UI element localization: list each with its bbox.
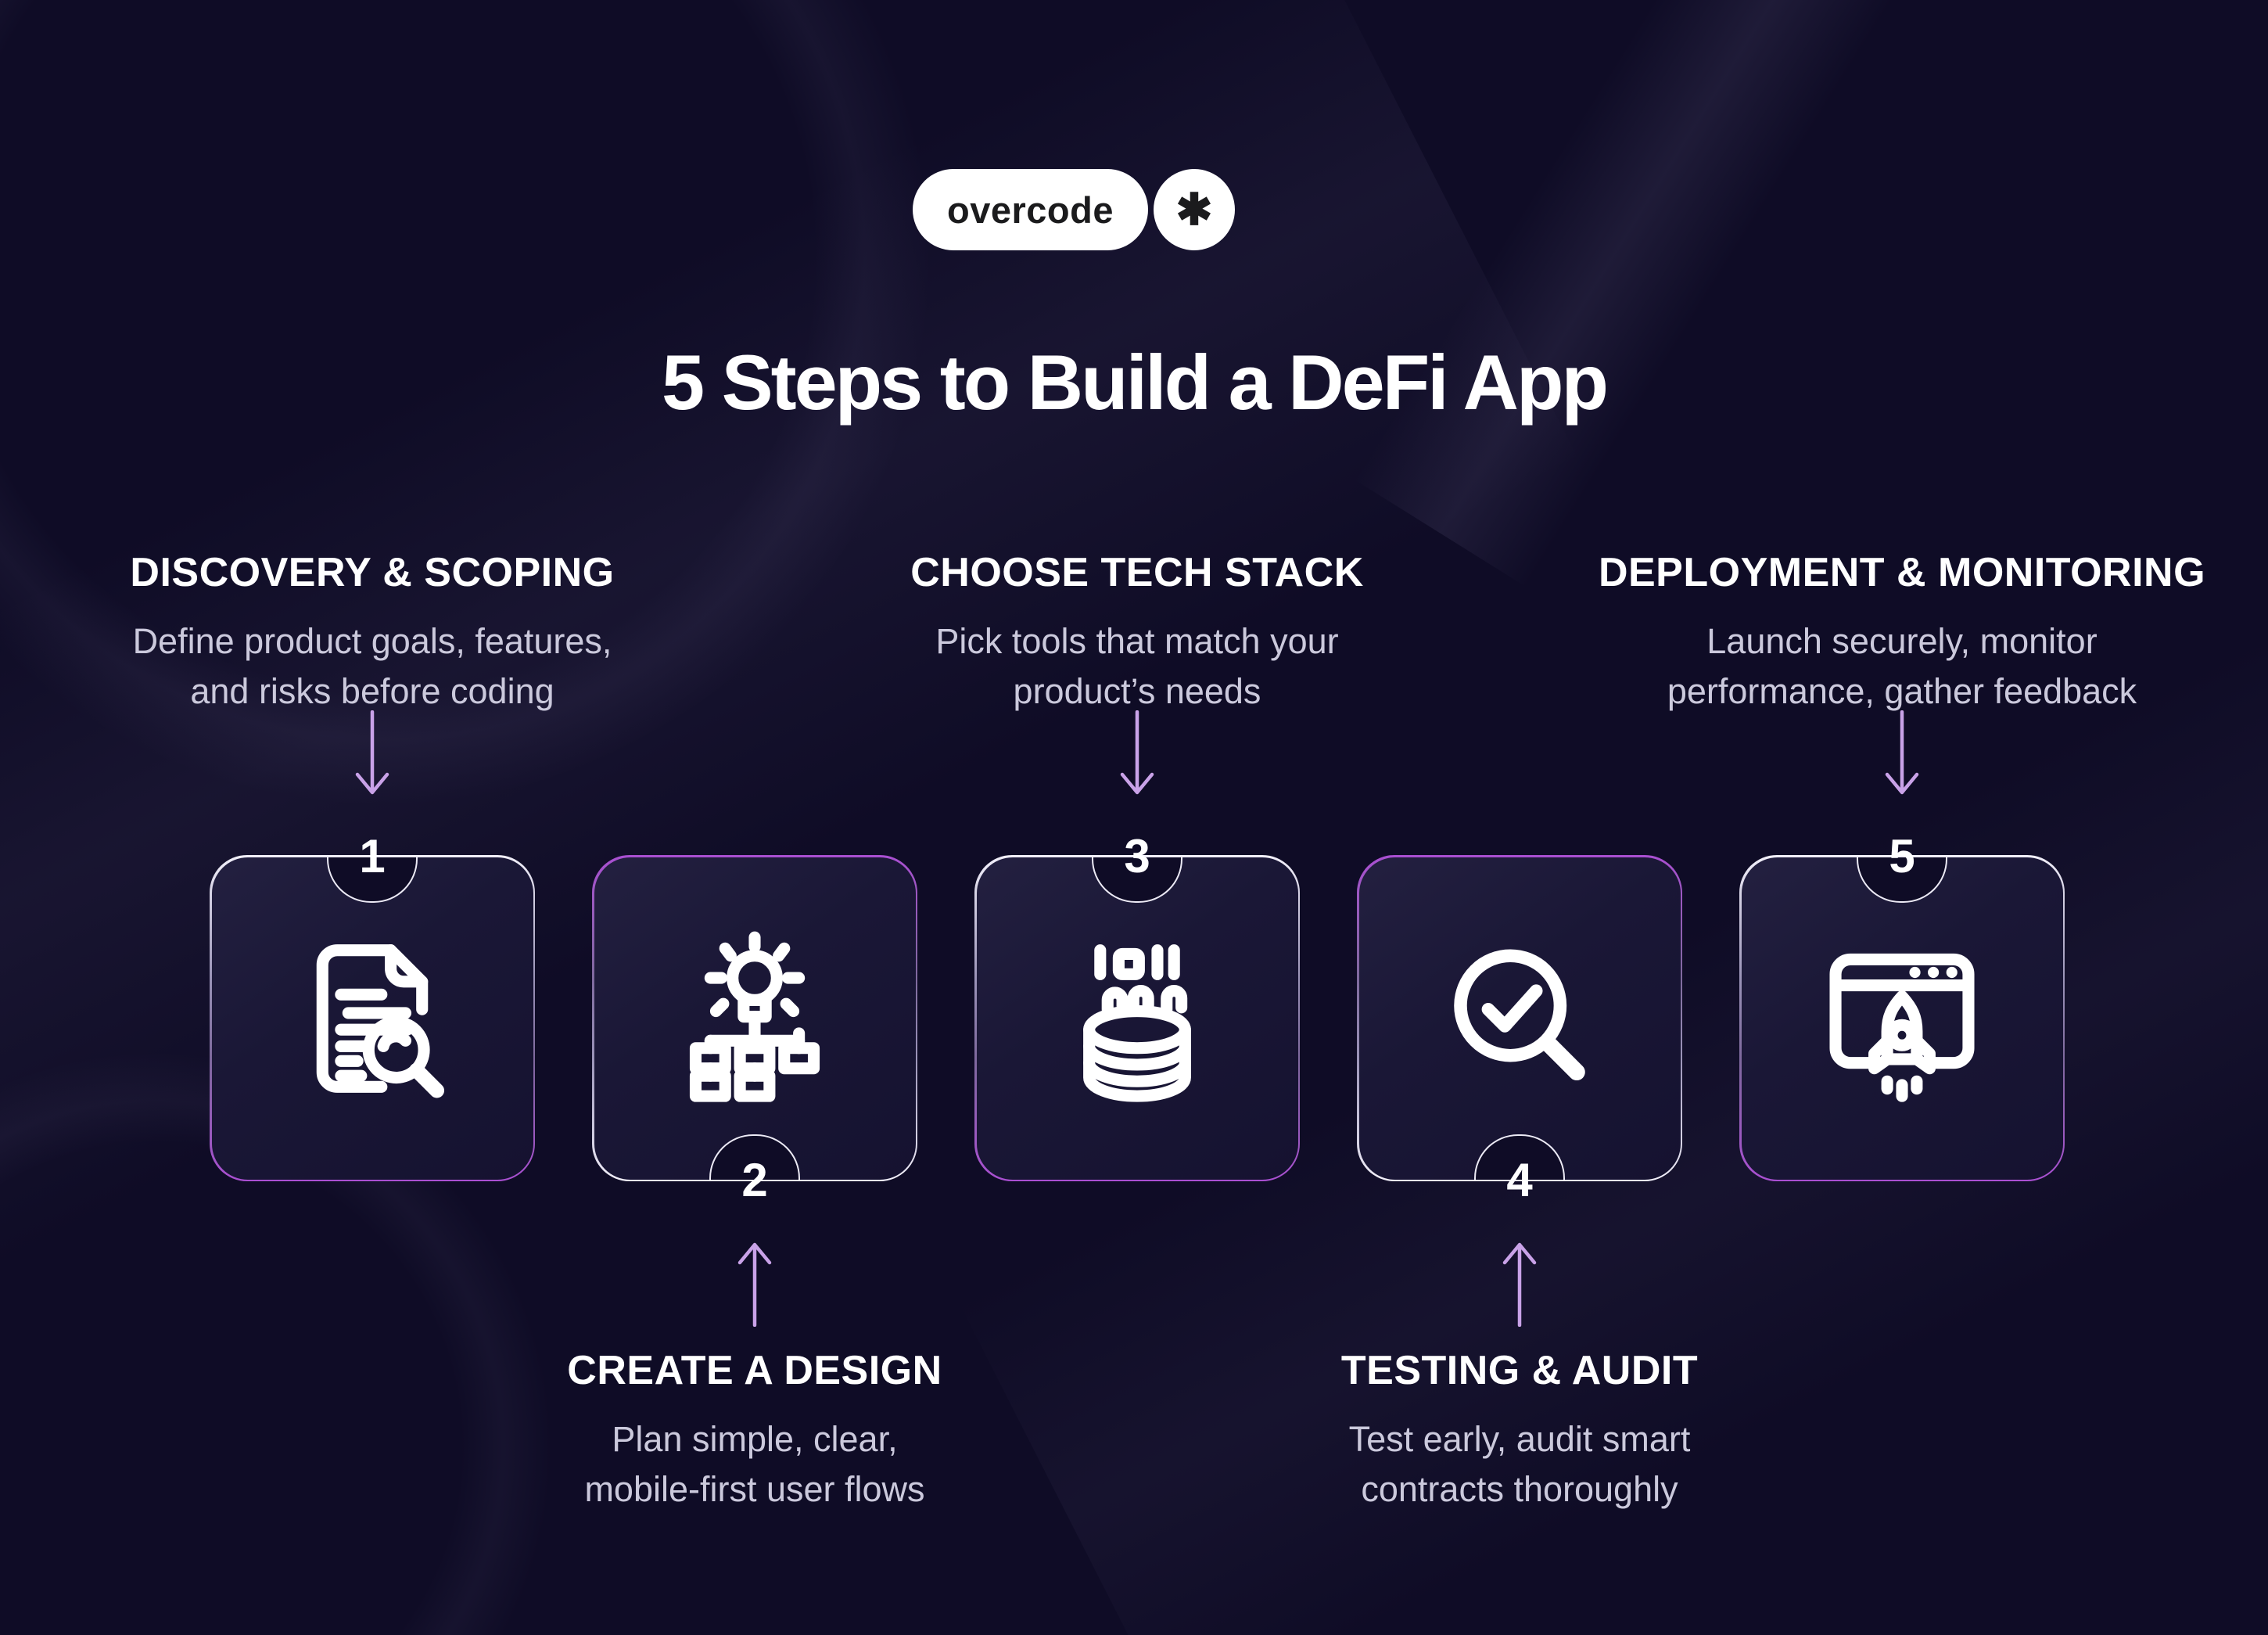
- step2-heading: CREATE A DESIGN: [567, 1348, 942, 1393]
- up-arrow-icon: [737, 1242, 772, 1327]
- step4-card: 4: [1357, 855, 1682, 1203]
- down-arrow-icon: [355, 710, 389, 795]
- logo: overcode ✱: [913, 169, 1235, 250]
- step4-heading: TESTING & AUDIT: [1340, 1348, 1699, 1393]
- logo-pill: overcode: [913, 169, 1148, 250]
- step5-number: 5: [1889, 829, 1915, 882]
- step2-card: 2: [592, 855, 917, 1203]
- step5-description: Launch securely, monitor performance, ga…: [1667, 621, 2137, 711]
- down-arrow-icon: [1120, 710, 1154, 795]
- idea-flowchart-icon: [662, 926, 847, 1111]
- step1-card: 1: [210, 832, 535, 1181]
- step4-text-block: TESTING & AUDIT Test early, audit smart …: [1199, 1347, 1840, 1515]
- step1-text-block: DISCOVERY & SCOPING Define product goals…: [52, 549, 693, 717]
- page-title: 5 Steps to Build a DeFi App: [662, 339, 1609, 426]
- step5-heading: DEPLOYMENT & MONITORING: [1598, 550, 2206, 595]
- step3-number: 3: [1124, 829, 1150, 882]
- asterisk-icon: ✱: [1175, 185, 1213, 234]
- document-search-icon: [280, 926, 465, 1111]
- step1-description: Define product goals, features, and risk…: [132, 621, 612, 711]
- step3-text-block: CHOOSE TECH STACK Pick tools that match …: [816, 549, 1458, 717]
- database-binary-icon: [1045, 926, 1229, 1111]
- step4-number: 4: [1506, 1153, 1533, 1206]
- browser-rocket-icon: [1810, 926, 1994, 1111]
- logo-asterisk-badge: ✱: [1153, 169, 1235, 250]
- magnifier-check-icon: [1427, 926, 1612, 1111]
- step2-description: Plan simple, clear, mobile-first user fl…: [584, 1419, 925, 1509]
- logo-text: overcode: [947, 189, 1114, 231]
- up-arrow-icon: [1502, 1242, 1537, 1327]
- step2-number: 2: [741, 1153, 768, 1206]
- step5-card: 5: [1739, 832, 2065, 1181]
- step2-text-block: CREATE A DESIGN Plan simple, clear, mobi…: [434, 1347, 1075, 1515]
- down-arrow-icon: [1885, 710, 1919, 795]
- step3-description: Pick tools that match your product’s nee…: [935, 621, 1339, 711]
- step1-number: 1: [359, 829, 386, 882]
- background-streak: [1354, 0, 1900, 588]
- step1-heading: DISCOVERY & SCOPING: [130, 550, 615, 595]
- step3-heading: CHOOSE TECH STACK: [910, 550, 1364, 595]
- step5-text-block: DEPLOYMENT & MONITORING Launch securely,…: [1581, 549, 2223, 717]
- step3-card: 3: [974, 832, 1300, 1181]
- step4-description: Test early, audit smart contracts thorou…: [1348, 1419, 1691, 1509]
